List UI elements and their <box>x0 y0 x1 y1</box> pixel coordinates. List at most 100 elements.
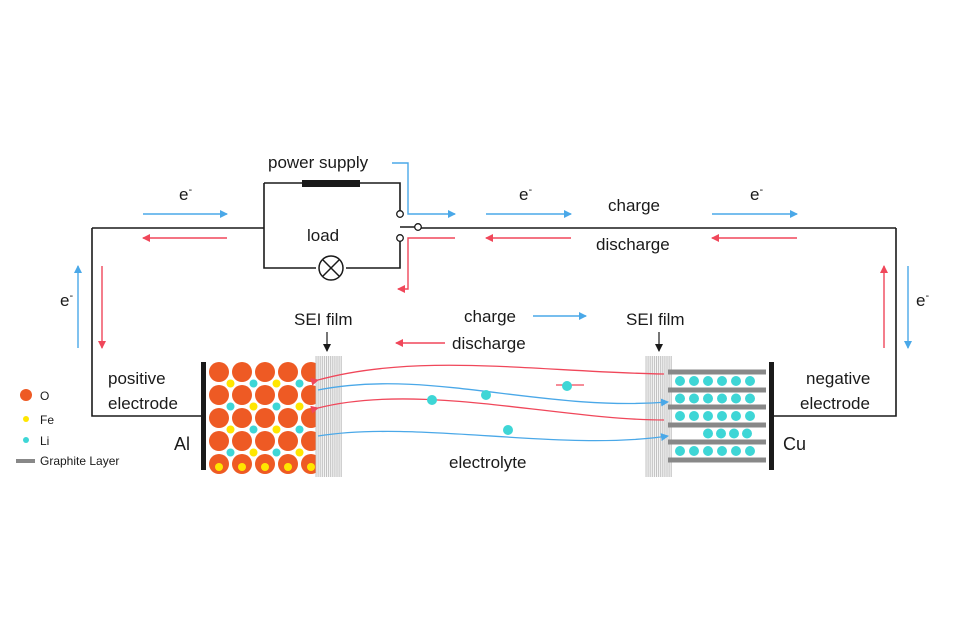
legend-label-iron: Fe <box>40 413 54 427</box>
iron-atom <box>249 402 258 411</box>
oxygen-atom <box>255 385 275 405</box>
graphite-layer <box>668 404 766 410</box>
charge-ion-path <box>317 430 669 442</box>
aluminum-collector-label: Al <box>174 434 190 454</box>
oxygen-atom <box>209 362 229 382</box>
lithium-ion <box>731 393 741 404</box>
sei-film-label-right: SEI film <box>626 310 685 329</box>
sei-film-right <box>645 356 672 477</box>
oxygen-atom <box>209 385 229 405</box>
oxygen-atom <box>255 431 275 451</box>
graphite-layer <box>668 369 766 375</box>
iron-atom <box>284 463 292 471</box>
lithium-ion <box>675 411 685 421</box>
left-wire <box>91 228 204 417</box>
lithium-ion <box>717 446 727 456</box>
lithium-ion <box>503 425 513 435</box>
lithium-ion <box>703 428 713 439</box>
lithium-ion <box>703 376 713 386</box>
oxygen-atom <box>209 431 229 451</box>
lithium-ion <box>689 411 699 421</box>
oxygen-atom <box>278 385 298 405</box>
lithium-ion <box>689 376 699 386</box>
copper-current-collector <box>769 362 774 470</box>
discharge-ion-path <box>310 364 665 386</box>
positive-electrode-label-1: positive <box>108 369 166 388</box>
lithium-ion <box>729 428 739 439</box>
oxygen-atom <box>255 362 275 382</box>
iron-atom <box>226 379 235 388</box>
sei-film-label-left: SEI film <box>294 310 353 329</box>
positive-electrode-label-2: electrode <box>108 394 178 413</box>
cathode-lattice <box>209 362 321 474</box>
iron-atom <box>307 463 315 471</box>
oxygen-atom <box>278 431 298 451</box>
lithium-ion <box>731 446 741 456</box>
oxygen-atom <box>255 408 275 428</box>
lithium-ion <box>703 411 713 421</box>
iron-atom <box>272 425 281 434</box>
legend-label-oxygen: O <box>40 389 49 403</box>
legend: O Fe Li Graphite Layer <box>16 389 119 468</box>
lithium-ion <box>731 376 741 386</box>
lithium-ion <box>745 376 755 386</box>
electron-label-far-left: e- <box>60 290 73 310</box>
lithium-ion <box>226 402 235 411</box>
ion-paths <box>310 364 669 442</box>
lithium-ion <box>249 425 258 434</box>
iron-atom <box>226 425 235 434</box>
graphite-layer <box>668 439 766 445</box>
oxygen-atom <box>278 408 298 428</box>
graphite-layer <box>668 422 766 428</box>
lithium-ion <box>675 376 685 386</box>
discharge-arrows <box>98 234 888 349</box>
legend-label-lithium: Li <box>40 434 49 448</box>
electron-label-right: e- <box>750 184 763 204</box>
discharge-arrow <box>397 237 455 293</box>
lithium-ion <box>703 393 713 404</box>
iron-atom <box>261 463 269 471</box>
lithium-ion <box>742 428 752 439</box>
switch-contact-top-icon <box>396 210 404 218</box>
graphite-layer <box>668 457 766 463</box>
legend-lithium-icon <box>23 437 29 443</box>
lithium-ion <box>226 448 235 457</box>
charge-arrows <box>74 162 912 349</box>
legend-label-graphite: Graphite Layer <box>40 454 119 468</box>
iron-atom <box>272 379 281 388</box>
discharge-label-top: discharge <box>596 235 670 254</box>
oxygen-atom <box>232 385 252 405</box>
electron-label-mid: e- <box>519 184 532 204</box>
switch-pivot-icon <box>414 223 422 231</box>
lithium-ion <box>689 446 699 456</box>
lithium-ion <box>427 395 437 405</box>
oxygen-atom <box>232 408 252 428</box>
iron-atom <box>249 448 258 457</box>
right-wire <box>772 228 897 417</box>
lithium-ion <box>295 425 304 434</box>
legend-graphite-icon <box>16 459 35 463</box>
electron-label-left: e- <box>179 184 192 204</box>
iron-atom <box>295 402 304 411</box>
lithium-ion <box>745 446 755 456</box>
oxygen-atom <box>278 362 298 382</box>
lithium-ion <box>272 402 281 411</box>
lithium-ion <box>703 446 713 456</box>
legend-oxygen-icon <box>20 389 32 401</box>
oxygen-atom <box>232 362 252 382</box>
lithium-ion <box>716 428 726 439</box>
lithium-ion <box>717 411 727 421</box>
lamp-icon <box>316 255 346 281</box>
external-circuit <box>91 182 897 417</box>
lithium-ion <box>562 381 572 391</box>
charge-arrow <box>392 162 456 218</box>
graphite-layer <box>668 387 766 393</box>
discharge-label-cell: discharge <box>452 334 526 353</box>
lithium-ion <box>295 379 304 388</box>
power-branch-wire <box>264 182 401 212</box>
electron-label-far-right: e- <box>916 290 929 310</box>
power-supply-label: power supply <box>268 153 369 172</box>
lithium-ion <box>717 376 727 386</box>
